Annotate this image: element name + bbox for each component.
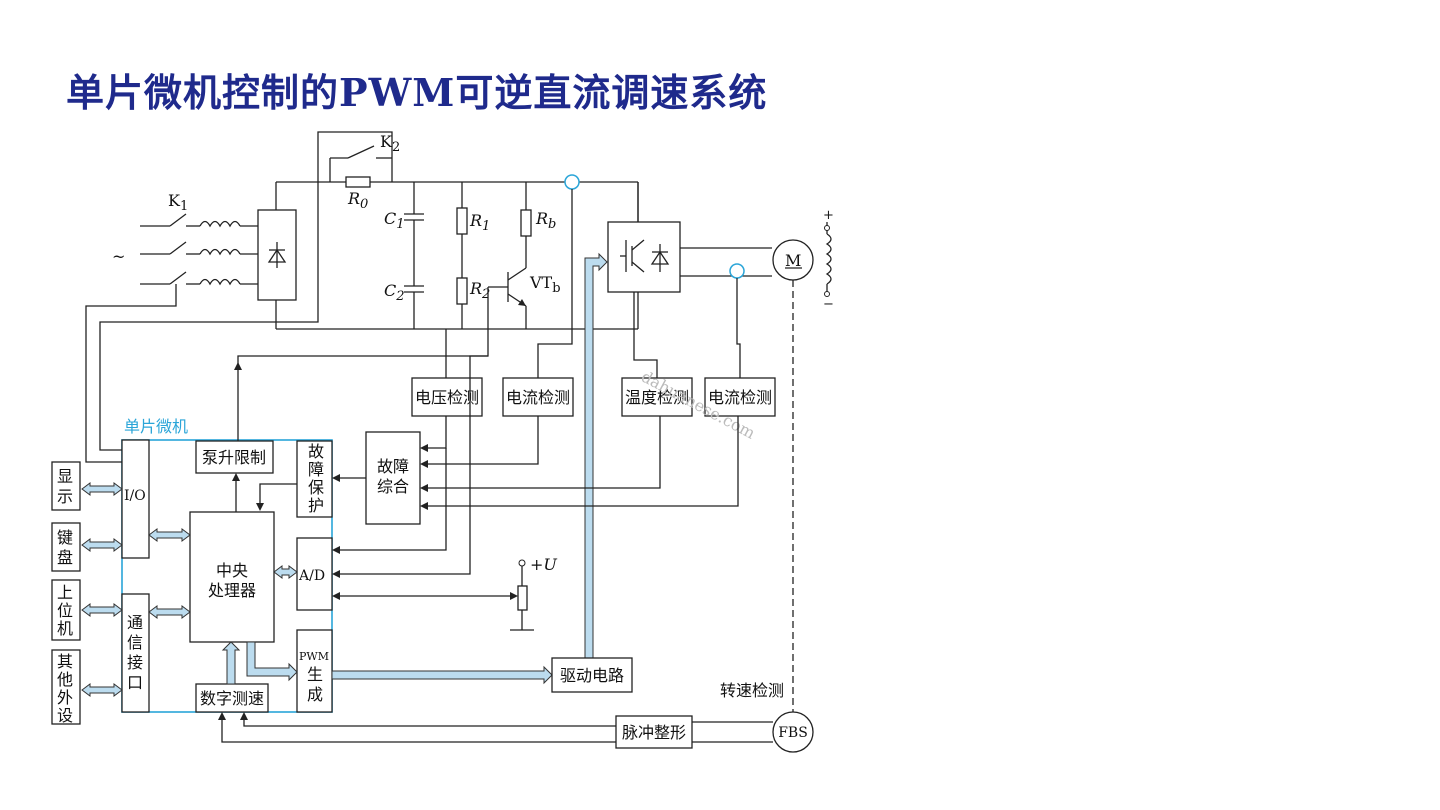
rb-resistor [520,209,532,237]
potentiometer [517,585,528,611]
current-sensor-2 [729,263,745,279]
pwm-label-2: 生 [307,665,323,684]
host-label-2: 位 [57,601,73,620]
fbs-circle [772,711,814,753]
pump-limit-label: 泵升限制 [202,448,266,467]
comm-label-1: 通 [127,613,143,632]
fault-protect-label-3: 保 [308,478,324,497]
keyboard-label-2: 盘 [57,548,73,567]
r1-label: R1 [469,211,490,234]
pulse-shape-label: 脉冲整形 [622,723,686,742]
cpu-box [189,511,275,643]
comm-label-2: 信 [127,633,143,652]
comm-box [121,593,150,713]
fault-combine-label-1: 故障 [377,457,409,476]
adc-box [296,537,333,611]
fault-combine-box [365,431,421,525]
pulse-shape-box [615,715,693,749]
current-sensor-1 [564,174,580,190]
power-stage: ~ K1 K2 [112,131,834,712]
mcu-label: 单片微机 [124,417,188,436]
current-detect-1-label: 电流检测 [506,388,570,407]
current-detect-2-label: 电流检测 [708,388,772,407]
ac-symbol: ~ [112,247,125,266]
fault-protect-label-2: 障 [308,460,324,479]
fault-combine: 故障 综合 [332,431,421,525]
display-label-1: 显 [57,467,73,486]
mcu: 单片微机 I/O 通 信 接 口 泵升限制 故 障 保 护 中央 处理器 A/D… [121,417,333,713]
plus-terminal: + [823,208,834,223]
io-box [121,439,150,559]
other-label-2: 他 [57,670,73,689]
page-title: 单片微机控制的PWM可逆直流调速系统 [66,70,768,115]
k1-label: K1 [168,191,188,214]
signal-lines: +U [85,182,739,631]
drive-circuit-label: 驱动电路 [560,666,624,685]
digital-speed-label: 数字测速 [200,689,264,708]
inverter-box [607,221,681,293]
fbs-label: FBS [778,725,808,741]
host-label-1: 上 [57,583,73,602]
keyboard-label-1: 键 [57,528,73,547]
fault-protect-label-1: 故 [308,442,324,461]
r1-resistor [456,207,468,235]
other-label-1: 其 [57,652,73,671]
other-periph-box [51,649,81,725]
temp-detect-label: 温度检测 [625,388,689,407]
host-box [51,579,81,641]
cpu-label-2: 处理器 [208,581,256,600]
vtb-label: VTb [529,273,561,296]
detection-blocks: 电压检测 电流检测 温度检测 电流检测 [411,189,776,417]
fault-protect-label-4: 护 [308,496,324,515]
pwm-label-3: 成 [307,685,323,704]
speed-detect-label: 转速检测 [720,681,784,700]
comm-label-3: 接 [127,653,143,672]
r0-resistor [345,176,371,188]
current-detect-1-box [502,377,574,417]
c1-label: C1 [384,209,405,232]
drive-circuit-box [551,657,633,693]
pump-limit-box [195,440,274,474]
peripherals: 显 示 键 盘 上 位 机 其 他 外 设 [51,461,81,725]
buses [81,252,608,697]
current-detect-2-box [704,377,776,417]
io-label: I/O [124,488,146,504]
c2-label: C2 [384,281,405,304]
adc-label: A/D [298,568,325,584]
voltage-detect-label: 电压检测 [415,388,479,407]
r2-resistor [456,277,468,305]
k2-label: K2 [380,132,400,155]
keyboard-box [51,522,81,572]
comm-label-4: 口 [127,673,143,692]
pwm-box [296,629,333,713]
display-box [51,461,81,511]
other-label-3: 外 [57,688,73,707]
motor-label: M [785,251,801,270]
r0-label: R0 [347,189,368,212]
fault-protect-box [296,440,333,518]
fault-combine-label-2: 综合 [377,477,409,496]
minus-terminal: − [823,297,834,312]
host-label-3: 机 [57,619,73,638]
digital-speed-box [195,683,269,713]
plus-u-label: +U [530,555,557,574]
display-label-2: 示 [57,487,73,506]
other-label-4: 设 [57,706,73,725]
drive-and-feedback: 驱动电路 转速检测 FBS 脉冲整形 [218,657,814,753]
r2-label: R2 [469,279,490,302]
cpu-label-1: 中央 [216,561,248,580]
pwm-label-1: PWM [299,650,329,663]
rb-label: Rb [535,209,556,232]
